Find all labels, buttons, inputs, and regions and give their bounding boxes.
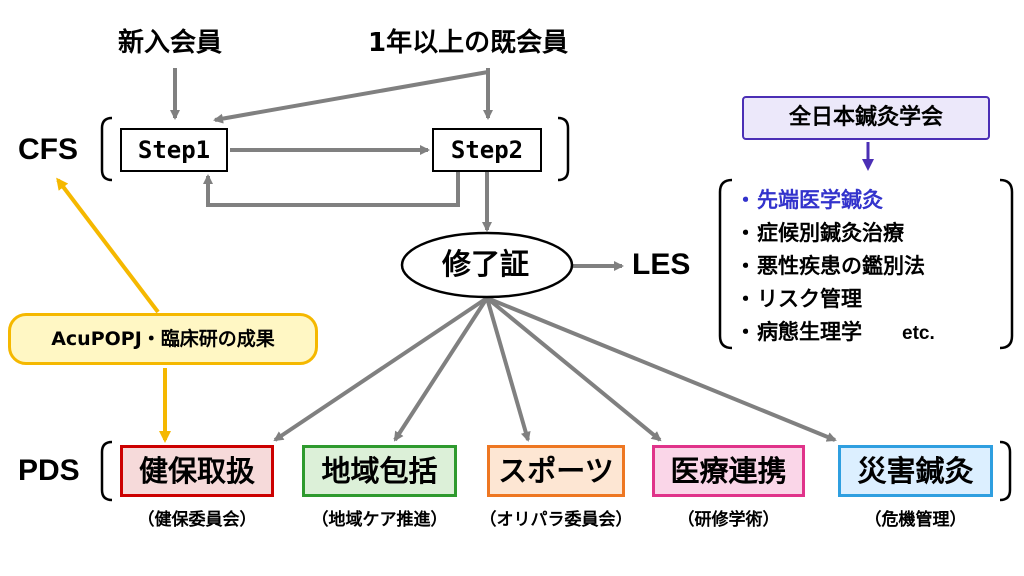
society-box: 全日本鍼灸学会 (742, 96, 990, 140)
les-item-text: 症候別鍼灸治療 (757, 221, 904, 245)
arrow-existing-to-step1 (213, 70, 489, 124)
pds-box: 災害鍼灸 (838, 445, 993, 497)
les-item: ・先端医学鍼灸 (735, 190, 883, 211)
pds-box: 医療連携 (652, 445, 805, 497)
pds-bracket-left (100, 440, 113, 502)
arrow-certificate-to-pds-2 (393, 296, 489, 442)
les-item-text: 先端医学鍼灸 (757, 188, 883, 212)
arrow-acupopj-to-cfs (56, 177, 160, 314)
les-label: LES (632, 248, 691, 281)
arrow-certificate-to-pds-3 (485, 297, 531, 442)
step1-box: Step1 (120, 128, 228, 172)
les-item-bullet: ・ (735, 188, 756, 212)
certificate-label: 修了証 (442, 247, 530, 281)
les-item-etc: etc. (902, 323, 935, 344)
les-item-bullet: ・ (735, 221, 756, 245)
les-bracket-left (718, 178, 733, 350)
cfs-label: CFS (18, 133, 78, 166)
les-item-bullet: ・ (735, 254, 756, 278)
pds-box: 地域包括 (302, 445, 457, 497)
les-item-text: 病態生理学 (757, 320, 862, 344)
certificate-ellipse (400, 231, 574, 299)
pds-box: スポーツ (487, 445, 625, 497)
cfs-bracket-right (557, 116, 570, 182)
les-item: ・リスク管理 (735, 289, 862, 310)
pds-box-caption: （地域ケア推進） (311, 510, 448, 530)
les-item: ・症候別鍼灸治療 (735, 223, 904, 244)
les-item-text: リスク管理 (757, 287, 862, 311)
pds-label: PDS (18, 454, 80, 487)
pds-box-caption: （危機管理） (864, 510, 967, 530)
pds-box: 健保取扱 (120, 445, 274, 497)
pds-box-caption: （健保委員会） (137, 510, 257, 530)
step2-box: Step2 (432, 128, 542, 172)
cfs-bracket-left (100, 116, 113, 182)
arrow-certificate-to-pds-5 (486, 296, 837, 442)
existing-member-label: 1年以上の既会員 (368, 28, 569, 58)
les-item-bullet: ・ (735, 287, 756, 311)
acupopj-box: AcuPOPJ・臨床研の成果 (8, 313, 318, 365)
les-item-bullet: ・ (735, 320, 756, 344)
pds-bracket-right (999, 440, 1012, 502)
arrow-certificate-to-pds-1 (273, 296, 489, 442)
pds-box-caption: （研修学術） (677, 510, 780, 530)
les-bracket-right (999, 178, 1014, 350)
new-member-label: 新入会員 (118, 28, 223, 58)
arrow-certificate-to-pds-4 (485, 296, 662, 442)
pds-box-caption: （オリパラ委員会） (479, 510, 633, 530)
les-item-text: 悪性疾患の鑑別法 (757, 254, 925, 278)
les-item: ・病態生理学 etc. (735, 320, 935, 344)
les-item: ・悪性疾患の鑑別法 (735, 256, 925, 277)
arrow-step2-back-to-step1 (203, 172, 460, 207)
